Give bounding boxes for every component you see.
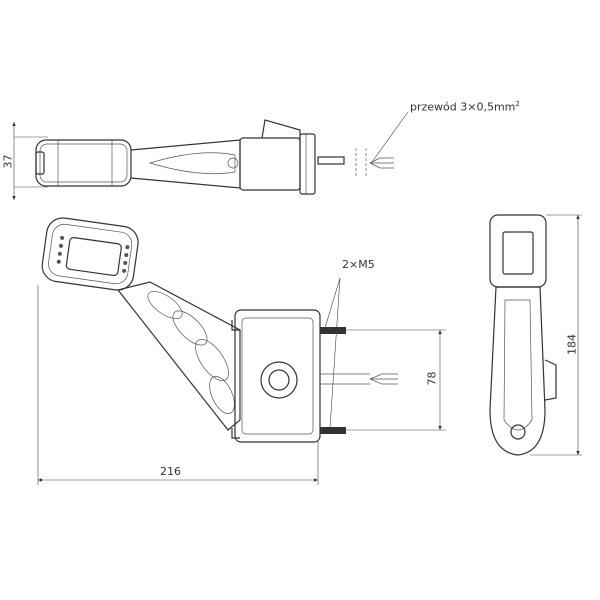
cable-label: przewód 3×0,5mm2: [410, 100, 520, 114]
dimension-78: 78: [425, 371, 439, 386]
dimension-37: 37: [1, 154, 15, 169]
bolts-label: 2×M5: [342, 258, 375, 271]
front-view: [37, 217, 446, 485]
cable-leader-line: [371, 111, 409, 163]
top-view: [12, 111, 409, 200]
dimension-184: 184: [565, 334, 579, 355]
side-view: [489, 214, 582, 456]
dimension-216: 216: [160, 465, 181, 478]
